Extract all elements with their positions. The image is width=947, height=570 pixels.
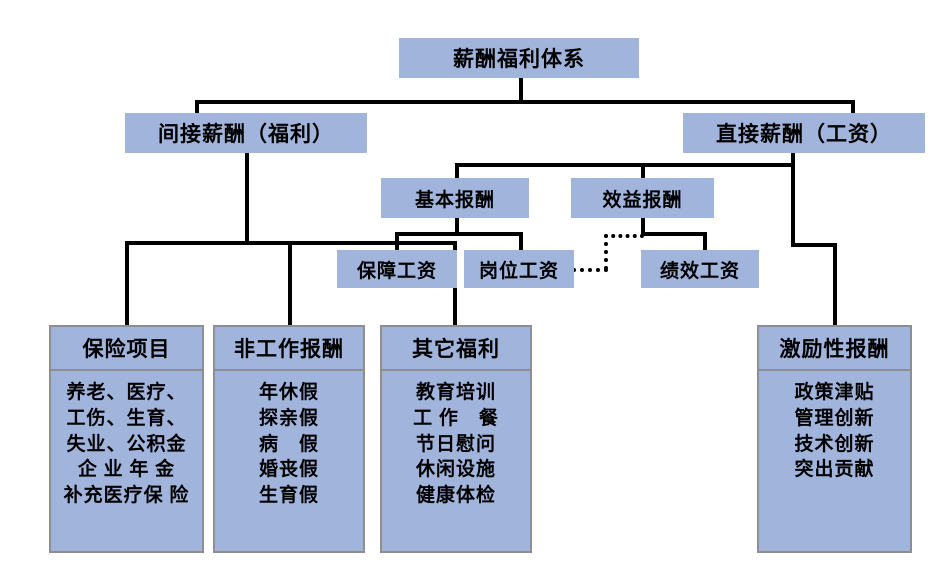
list-item: 教育培训 (415, 382, 496, 403)
connector-direct-to-incentive (833, 243, 837, 327)
list-item: 休闲设施 (415, 459, 496, 481)
connector-benefit-bar (641, 232, 707, 236)
list-item: 突出贡献 (794, 459, 875, 481)
node-post-wage[interactable]: 岗位工资 (464, 250, 574, 288)
connector-direct-stem (791, 153, 795, 247)
node-direct-compensation[interactable]: 直接薪酬（工资） (683, 113, 925, 153)
node-performance-wage[interactable]: 绩效工资 (641, 250, 759, 288)
connector-benefit-stem (641, 218, 645, 234)
connector-direct-to-benefit (641, 163, 645, 178)
connector-dotted-post-to-benefit (604, 234, 644, 238)
panel-non-work-pay-header: 非工作报酬 (215, 327, 363, 371)
connector-indirect-to-nonwork (288, 241, 292, 327)
connector-direct-to-basic (455, 163, 459, 178)
list-item: 病 假 (258, 433, 319, 455)
connector-benefit-to-performance (703, 232, 707, 250)
connector-root-to-direct (851, 100, 855, 114)
connector-indirect-to-insurance (125, 241, 129, 327)
panel-incentive-pay-body: 政策津贴 管理创新 技术创新 突出贡献 (759, 371, 910, 551)
panel-non-work-pay[interactable]: 非工作报酬 年休假 探亲假 病 假 婚丧假 生育假 (213, 325, 365, 553)
list-item: 健康体检 (415, 485, 496, 507)
list-item: 政策津贴 (794, 382, 875, 403)
panel-other-benefits[interactable]: 其它福利 教育培训 工 作 餐 节日慰问 休闲设施 健康体检 (380, 325, 532, 553)
panel-insurance-header: 保险项目 (51, 327, 202, 371)
list-item: 技术创新 (794, 433, 875, 455)
list-item: 失业、公积金 (66, 433, 187, 455)
connector-dotted-post-horizontal (572, 268, 608, 272)
connector-direct-elbow (791, 243, 837, 247)
list-item: 工伤、生育、 (66, 407, 187, 429)
panel-insurance[interactable]: 保险项目 养老、医疗、 工伤、生育、 失业、公积金 企 业 年 金 补充医疗保 … (49, 325, 204, 553)
panel-insurance-body: 养老、医疗、 工伤、生育、 失业、公积金 企 业 年 金 补充医疗保 险 (51, 371, 202, 551)
node-basic-pay[interactable]: 基本报酬 (381, 178, 529, 218)
list-item: 节日慰问 (415, 433, 496, 455)
panel-incentive-pay-header: 激励性报酬 (759, 327, 910, 371)
node-guarantee-wage[interactable]: 保障工资 (337, 250, 457, 288)
connector-root-to-indirect (195, 100, 199, 114)
list-item: 补充医疗保 险 (63, 485, 190, 507)
list-item: 婚丧假 (258, 459, 319, 481)
node-benefit-pay[interactable]: 效益报酬 (571, 178, 714, 218)
node-indirect-compensation[interactable]: 间接薪酬（福利） (125, 113, 367, 153)
list-item: 年休假 (258, 382, 319, 403)
connector-root-bar (195, 100, 855, 104)
list-item: 企 业 年 金 (77, 459, 176, 481)
panel-non-work-pay-body: 年休假 探亲假 病 假 婚丧假 生育假 (215, 371, 363, 551)
connector-dotted-post-vertical (604, 234, 608, 270)
connector-basic-to-guarantee (395, 232, 399, 250)
panel-other-benefits-header: 其它福利 (382, 327, 530, 371)
connector-indirect-stem (245, 153, 249, 245)
node-root[interactable]: 薪酬福利体系 (399, 38, 639, 78)
panel-other-benefits-body: 教育培训 工 作 餐 节日慰问 休闲设施 健康体检 (382, 371, 530, 551)
connector-root-stem (519, 78, 523, 104)
connector-basic-to-post (519, 232, 523, 250)
list-item: 工 作 餐 (413, 407, 499, 429)
list-item: 生育假 (258, 485, 319, 507)
list-item: 探亲假 (258, 407, 319, 429)
connector-basic-stem (455, 218, 459, 234)
connector-basic-bar (395, 232, 523, 236)
connector-direct-bar (455, 163, 795, 167)
panel-incentive-pay[interactable]: 激励性报酬 政策津贴 管理创新 技术创新 突出贡献 (757, 325, 912, 553)
list-item: 管理创新 (794, 407, 875, 429)
list-item: 养老、医疗、 (66, 382, 187, 403)
